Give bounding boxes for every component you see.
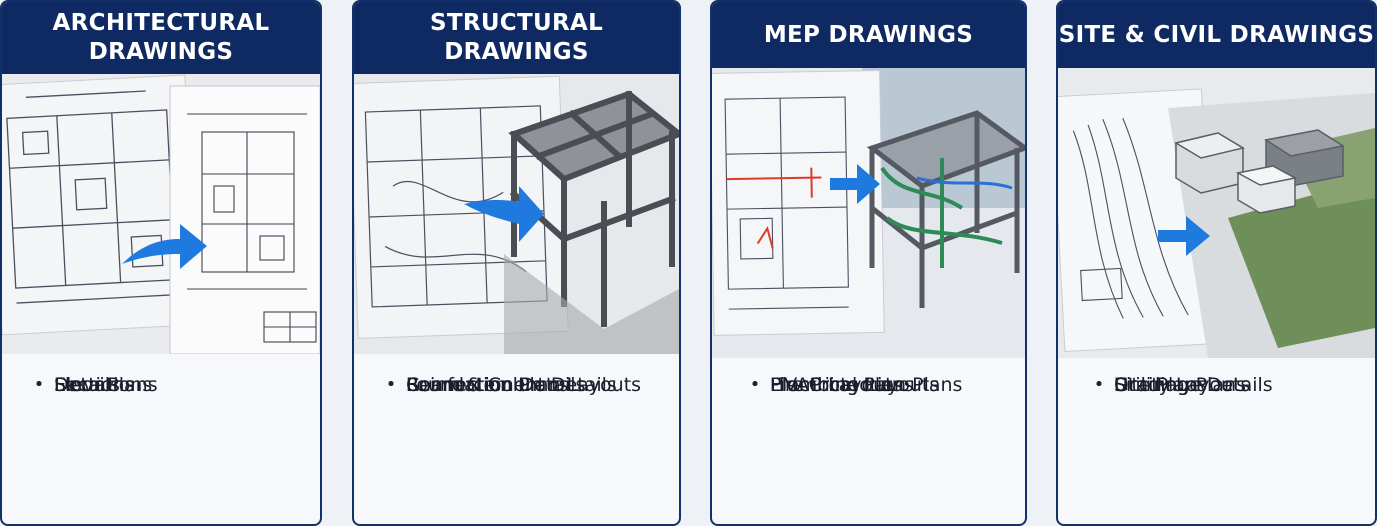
panel-structural: STRUCTURAL DRAWINGS: [352, 0, 681, 526]
architectural-illustration: [2, 74, 320, 354]
structural-frame-image: [354, 74, 679, 354]
mep-3d-image: [712, 68, 1025, 358]
panel-title-line: DRAWINGS: [88, 39, 234, 65]
panel-title-line: MEP DRAWINGS: [763, 21, 974, 48]
panel-title: SITE & CIVIL DRAWINGS: [1058, 2, 1375, 68]
arrow-icon: [830, 164, 880, 204]
panel-title: MEP DRAWINGS: [712, 2, 1025, 68]
panel-title-line: ARCHITECTURAL: [52, 10, 270, 36]
site-civil-illustration: [1058, 68, 1375, 358]
panel-title: ARCHITECTURAL DRAWINGS: [2, 2, 320, 74]
arrow-icon: [1158, 216, 1210, 256]
panel-site-civil: SITE & CIVIL DRAWINGS: [1056, 0, 1377, 526]
arrow-icon: [464, 186, 544, 242]
site-3d-image: [1058, 68, 1375, 358]
floor-plan-sketch-image: [2, 74, 320, 354]
panel-mep: MEP DRAWINGS: [710, 0, 1027, 526]
panel-title-line: SITE & CIVIL DRAWINGS: [1058, 21, 1375, 48]
arrow-icon: [122, 224, 207, 269]
panel-architectural: ARCHITECTURAL DRAWINGS: [0, 0, 322, 526]
mep-illustration: [712, 68, 1025, 358]
panel-title: STRUCTURAL DRAWINGS: [354, 2, 679, 74]
panel-title-line: DRAWINGS: [444, 39, 589, 65]
structural-illustration: [354, 74, 679, 354]
panel-title-line: STRUCTURAL: [429, 10, 604, 36]
